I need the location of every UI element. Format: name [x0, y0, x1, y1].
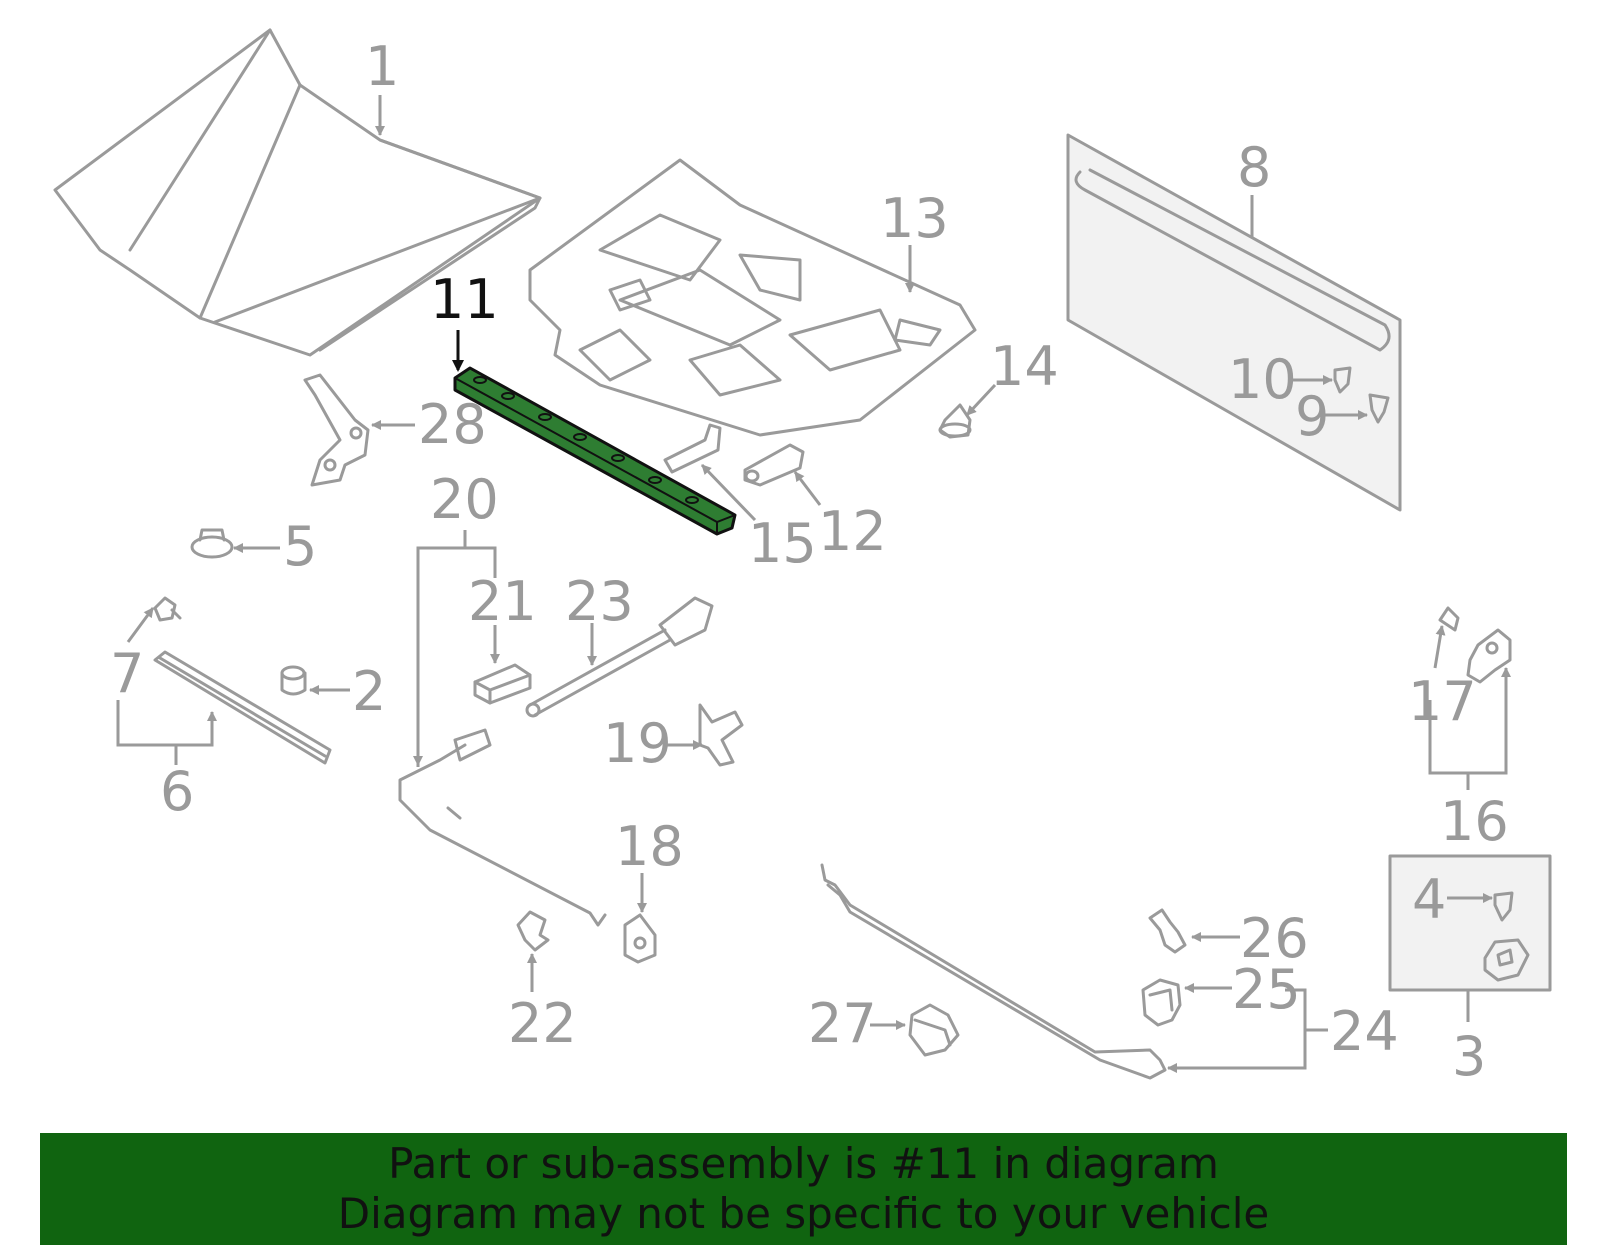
- callout-6: 6: [160, 760, 194, 823]
- callout-26: 26: [1240, 907, 1309, 970]
- callout-16: 16: [1440, 790, 1509, 853]
- callout-14: 14: [990, 335, 1059, 398]
- clip-7-part: [153, 596, 182, 622]
- callout-1: 1: [365, 35, 399, 98]
- leader-15: [700, 463, 757, 522]
- holder-19-part: [698, 703, 744, 767]
- callout-24: 24: [1330, 1000, 1399, 1063]
- plug-2-part: [280, 665, 307, 696]
- bracket-15-part: [663, 423, 722, 474]
- leader-12: [793, 471, 822, 506]
- hood-seal-panel-part: [1066, 133, 1402, 512]
- handle-21-part: [473, 663, 532, 705]
- clip-25-part: [1141, 978, 1182, 1027]
- notice-line-2: Diagram may not be specific to your vehi…: [337, 1189, 1270, 1238]
- leader-7: [126, 607, 155, 643]
- bracket-6: [116, 700, 217, 747]
- callout-23: 23: [565, 570, 634, 633]
- release-cable-20-part: [398, 728, 607, 927]
- clip-10-part: [1333, 366, 1352, 394]
- callout-9: 9: [1295, 385, 1329, 448]
- bumper-5-part: [190, 528, 234, 559]
- callout-22: 22: [508, 992, 577, 1055]
- clip-26-part: [1148, 908, 1187, 954]
- seal-strip-6-part: [153, 650, 332, 765]
- callout-17: 17: [1408, 670, 1477, 733]
- clip-17-part: [1438, 606, 1460, 632]
- callout-25: 25: [1232, 958, 1301, 1021]
- leader-14: [965, 383, 997, 417]
- callout-20: 20: [430, 468, 499, 531]
- callout-4: 4: [1412, 868, 1446, 931]
- callout-7: 7: [110, 642, 144, 705]
- leader-17: [1433, 625, 1446, 669]
- callout-11: 11: [430, 268, 499, 331]
- bumper-12-part: [743, 443, 805, 487]
- callout-18: 18: [615, 815, 684, 878]
- callout-5: 5: [283, 515, 317, 578]
- callout-12: 12: [818, 500, 887, 563]
- callout-8: 8: [1237, 136, 1271, 199]
- release-cable-24-part: [820, 863, 1167, 1080]
- callout-3: 3: [1452, 1025, 1486, 1088]
- clip-9-part: [1368, 393, 1390, 424]
- bracket-18-part: [623, 913, 657, 964]
- callout-2: 2: [352, 660, 386, 723]
- callout-15: 15: [748, 512, 817, 575]
- latch-3-part: [1483, 938, 1530, 982]
- notice-line-1: Part or sub-assembly is #11 in diagram: [388, 1139, 1219, 1188]
- callout-28: 28: [418, 393, 487, 456]
- callout-10: 10: [1228, 348, 1297, 411]
- hood-latch-16-part: [1466, 628, 1512, 684]
- prop-rod-23-part: [525, 596, 714, 718]
- callout-19: 19: [603, 712, 672, 775]
- clip-22-part: [516, 910, 550, 952]
- notice-banner: Part or sub-assembly is #11 in diagram D…: [40, 1133, 1567, 1245]
- seal-strip-11-highlighted-part: [453, 366, 737, 536]
- push-clip-14-part: [938, 403, 972, 439]
- hood-hinge-28-part: [303, 373, 370, 487]
- callout-13: 13: [880, 187, 949, 250]
- bumper-4-part: [1493, 891, 1514, 922]
- callout-27: 27: [808, 992, 877, 1055]
- clip-27-part: [908, 1003, 960, 1057]
- hood-insulator-part: [528, 158, 977, 437]
- bracket-20: [416, 546, 497, 767]
- callout-21: 21: [468, 570, 537, 633]
- hood-part: [53, 28, 542, 357]
